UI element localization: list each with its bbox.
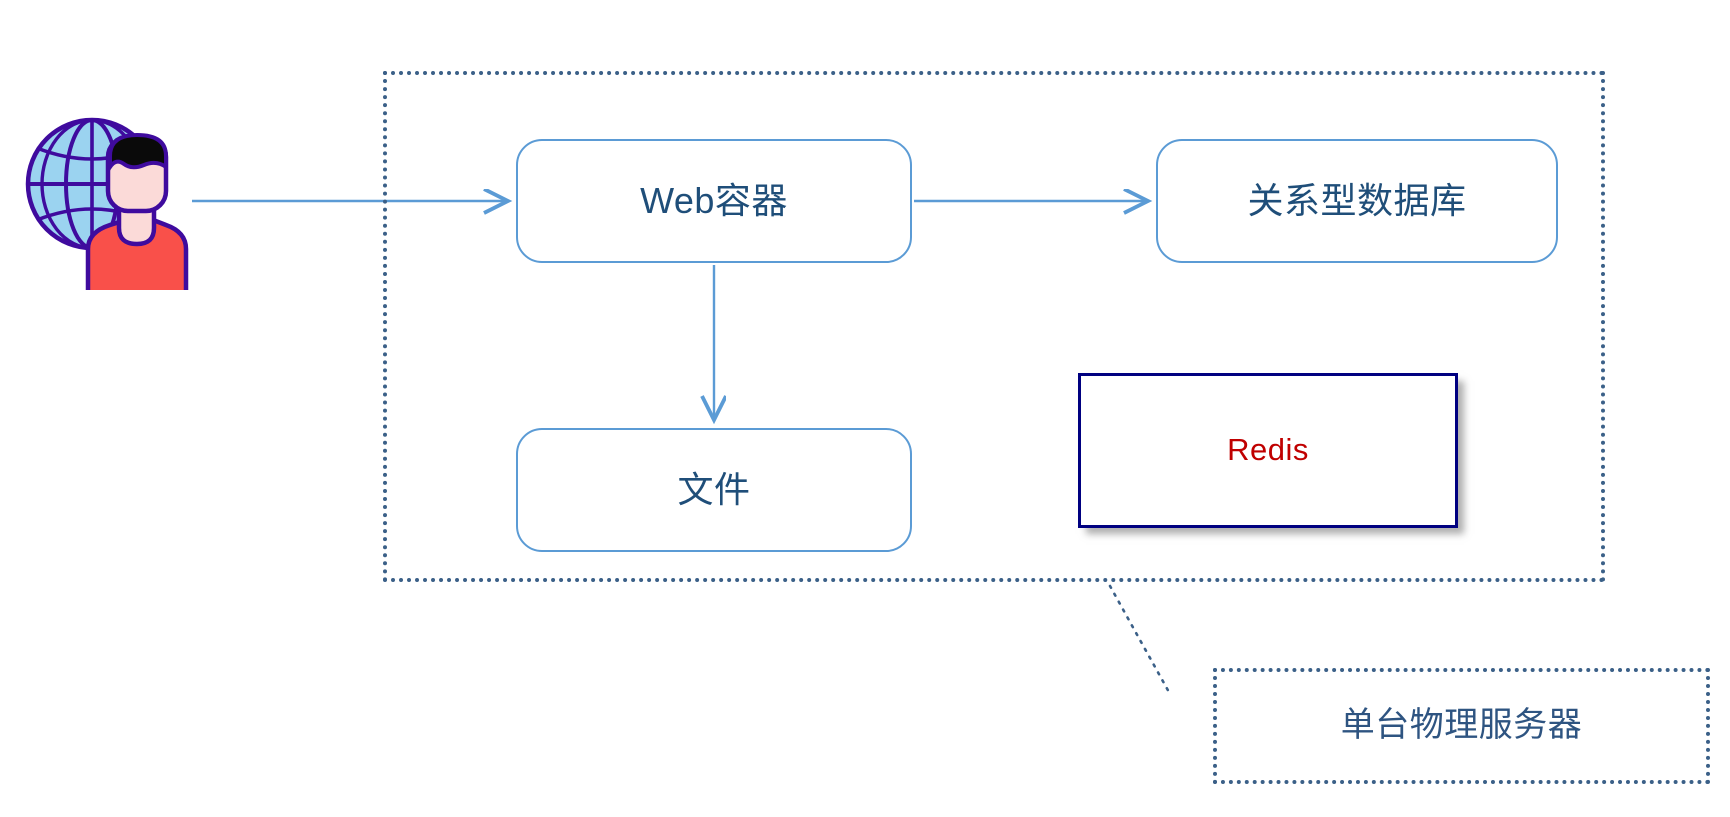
node-relational-database[interactable]: 关系型数据库	[1156, 139, 1558, 263]
node-file[interactable]: 文件	[516, 428, 912, 552]
legend-physical-server-label: 单台物理服务器	[1340, 706, 1583, 745]
globe-user-icon	[14, 104, 200, 303]
node-web-container-label: Web容器	[640, 180, 788, 222]
node-web-container[interactable]: Web容器	[516, 139, 912, 263]
node-relational-database-label: 关系型数据库	[1247, 180, 1467, 222]
legend-physical-server: 单台物理服务器	[1213, 668, 1710, 784]
node-redis[interactable]: Redis	[1078, 373, 1458, 528]
node-redis-label: Redis	[1227, 432, 1309, 468]
user-avatar-icon	[85, 132, 189, 303]
edge-boundary-to-legend	[1108, 584, 1172, 696]
server-boundary-container	[383, 71, 1605, 582]
node-file-label: 文件	[677, 469, 751, 511]
